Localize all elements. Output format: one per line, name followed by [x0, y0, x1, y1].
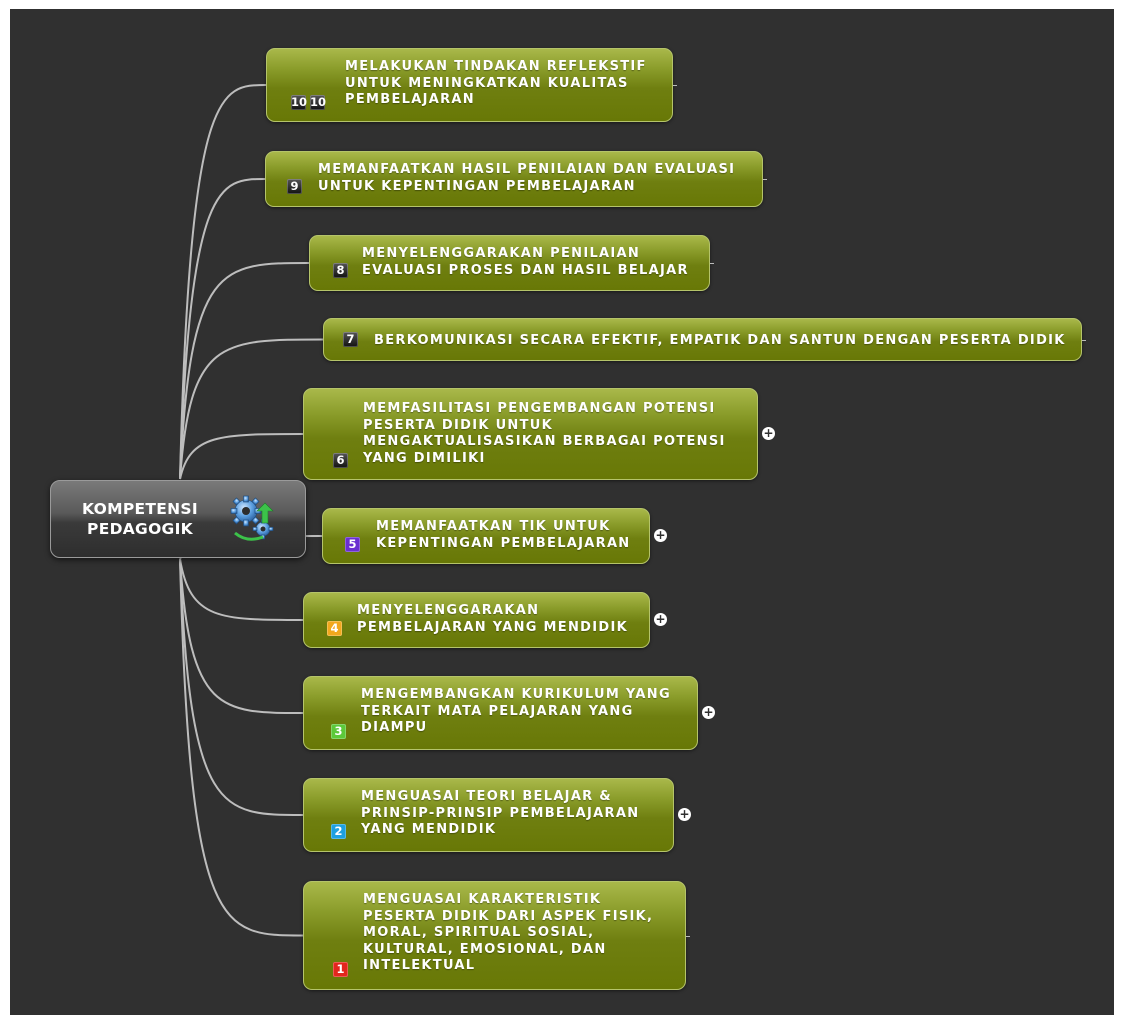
topic-label-line: YANG MENDIDIK [361, 822, 497, 837]
topic-label-line: MENGAKTUALISASIKAN BERBAGAI POTENSI [363, 434, 726, 449]
expand-plus-icon[interactable]: + [654, 612, 667, 626]
connector-stub [710, 263, 714, 264]
topic-label-line: UNTUK KEPENTINGAN PEMBELAJARAN [318, 178, 636, 194]
topic-label-line: PESERTA DIDIK DARI ASPEK FISIK, [363, 908, 654, 924]
connector-stub [673, 85, 677, 86]
priority-2-icon: 2 [331, 824, 346, 839]
central-topic-label: KOMPETENSI PEDAGOGIK [65, 499, 215, 539]
topic-label-line: TERKAIT MATA PELAJARAN YANG [361, 703, 634, 719]
topic-label: MENGUASAI TEORI BELAJAR &PRINSIP-PRINSIP… [361, 789, 639, 839]
expand-plus-icon[interactable]: + [702, 705, 715, 719]
expand-plus-icon[interactable]: + [762, 426, 775, 440]
priority-7-icon: 7 [343, 332, 358, 347]
priority-3-icon: 3 [331, 724, 346, 739]
topic-label-line: KEPENTINGAN PEMBELAJARAN [376, 535, 631, 551]
topic-label-line: MENGEMBANGKAN KURIKULUM YANG [361, 687, 671, 702]
central-topic-line: PEDAGOGIK [87, 520, 193, 538]
topic-label-line: MEMFASILITASI PENGEMBANGAN POTENSI [363, 401, 716, 416]
connector-stub [1082, 339, 1086, 341]
topic-label-line: PEMBELAJARAN [345, 92, 475, 107]
priority-6-icon: 6 [333, 453, 348, 468]
topic-label-line: BERKOMUNIKASI SECARA EFEKTIF, EMPATIK DA… [374, 333, 1066, 348]
topic-label-line: MENGUASAI TEORI BELAJAR & [361, 789, 612, 804]
topic-label-line: MEMANFAATKAN HASIL PENILAIAN DAN EVALUAS… [318, 162, 736, 177]
priority-8-icon: 8 [333, 263, 348, 278]
connector-stub [686, 935, 690, 937]
topic-label-line: PESERTA DIDIK UNTUK [363, 417, 554, 433]
priority-4-icon: 4 [327, 621, 342, 636]
topic-label: MEMANFAATKAN HASIL PENILAIAN DAN EVALUAS… [318, 162, 735, 195]
topic-label-line: PEMBELAJARAN YANG MENDIDIK [357, 619, 628, 635]
topic-label-line: UNTUK MENINGKATKAN KUALITAS [345, 75, 629, 91]
gears-icon [230, 495, 274, 541]
topic-node-9[interactable]: MEMANFAATKAN HASIL PENILAIAN DAN EVALUAS… [265, 151, 763, 207]
topic-node-7[interactable]: BERKOMUNIKASI SECARA EFEKTIF, EMPATIK DA… [323, 318, 1082, 361]
topic-label: BERKOMUNIKASI SECARA EFEKTIF, EMPATIK DA… [374, 333, 1066, 350]
priority-10-icon: 10 [291, 95, 308, 110]
topic-label-line: INTELEKTUAL [363, 958, 476, 973]
central-topic[interactable]: KOMPETENSI PEDAGOGIK [50, 480, 306, 558]
topic-label-line: EVALUASI PROSES DAN HASIL BELAJAR [362, 262, 689, 278]
topic-label-line: MENYELENGGARAKAN PENILAIAN [362, 246, 641, 261]
priority-10-icon: 10 [310, 95, 327, 110]
expand-plus-icon[interactable]: + [678, 807, 691, 821]
topic-label-line: MORAL, SPIRITUAL SOSIAL, [363, 925, 595, 940]
topic-node-2[interactable]: MENGUASAI TEORI BELAJAR &PRINSIP-PRINSIP… [303, 778, 674, 852]
topic-label-line: MENYELENGGARAKAN [357, 603, 540, 618]
topic-label-line: MEMANFAATKAN TIK UNTUK [376, 519, 611, 534]
priority-9-icon: 9 [287, 179, 302, 194]
topic-label-line: KULTURAL, EMOSIONAL, DAN [363, 941, 607, 957]
priority-1-icon: 1 [333, 962, 348, 977]
topic-label-line: YANG DIMILIKI [363, 450, 486, 466]
topic-label-line: MELAKUKAN TINDAKAN REFLEKSTIF [345, 59, 647, 74]
topic-label-line: MENGUASAI KARAKTERISTIK [363, 892, 602, 907]
expand-plus-icon[interactable]: + [654, 528, 667, 542]
priority-5-icon: 5 [345, 537, 360, 552]
central-topic-line: KOMPETENSI [82, 500, 198, 518]
topic-label-line: DIAMPU [361, 720, 428, 735]
topic-label-line: PRINSIP-PRINSIP PEMBELAJARAN [361, 805, 640, 821]
connector-stub [763, 179, 767, 180]
